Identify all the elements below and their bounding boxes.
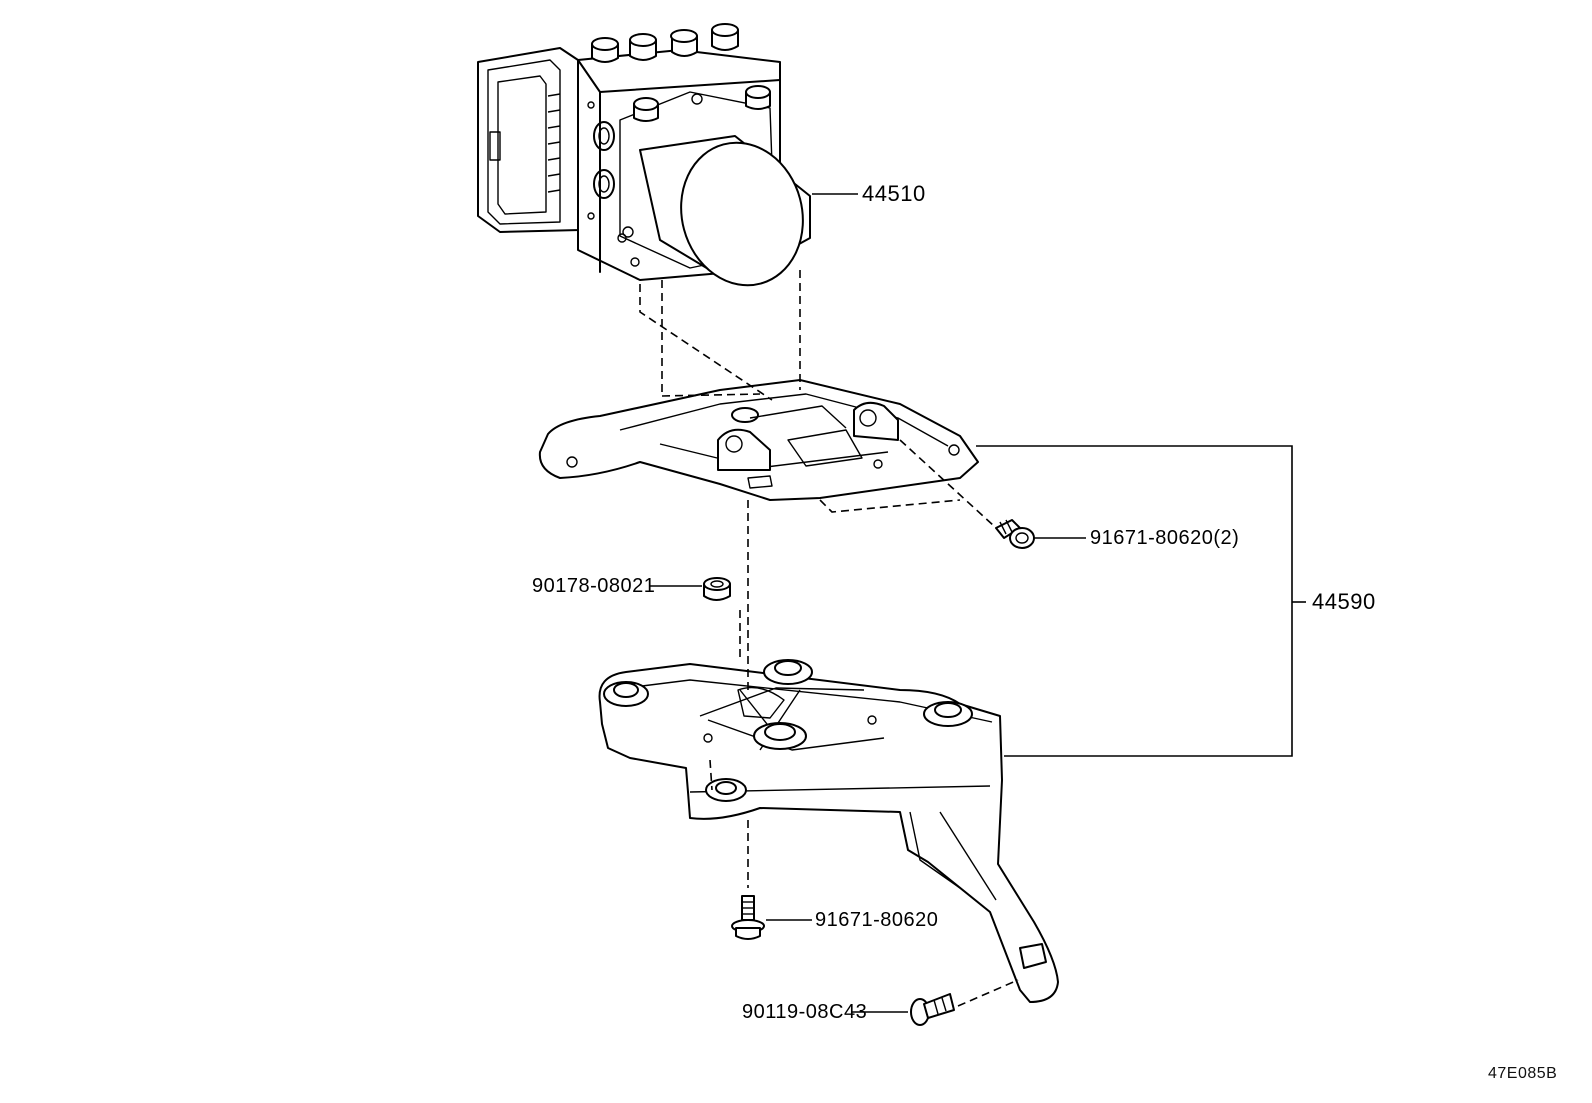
label-actuator[interactable]: 44510 [862,181,926,206]
upper-bracket-drawing [538,379,979,501]
bolt-lower-drawing [731,895,765,940]
nut-drawing [703,577,731,601]
label-bolt-upper[interactable]: 91671-80620(2) [1090,527,1240,549]
label-nut[interactable]: 90178-08021 [532,575,656,597]
lower-bracket-drawing [598,659,1059,1003]
diagram-code: 47E085B [1488,1065,1558,1082]
label-bracket-assembly[interactable]: 44590 [1312,589,1376,614]
assembly-dashed-lines [639,270,1019,1007]
bolt-side-drawing [910,993,955,1026]
label-bolt-side[interactable]: 90119-08C43 [742,1001,868,1023]
label-bolt-lower[interactable]: 91671-80620 [815,909,939,931]
bolt-upper-drawing [995,519,1035,549]
abs-actuator-drawing [477,23,811,287]
leader-lines [650,193,1306,1013]
